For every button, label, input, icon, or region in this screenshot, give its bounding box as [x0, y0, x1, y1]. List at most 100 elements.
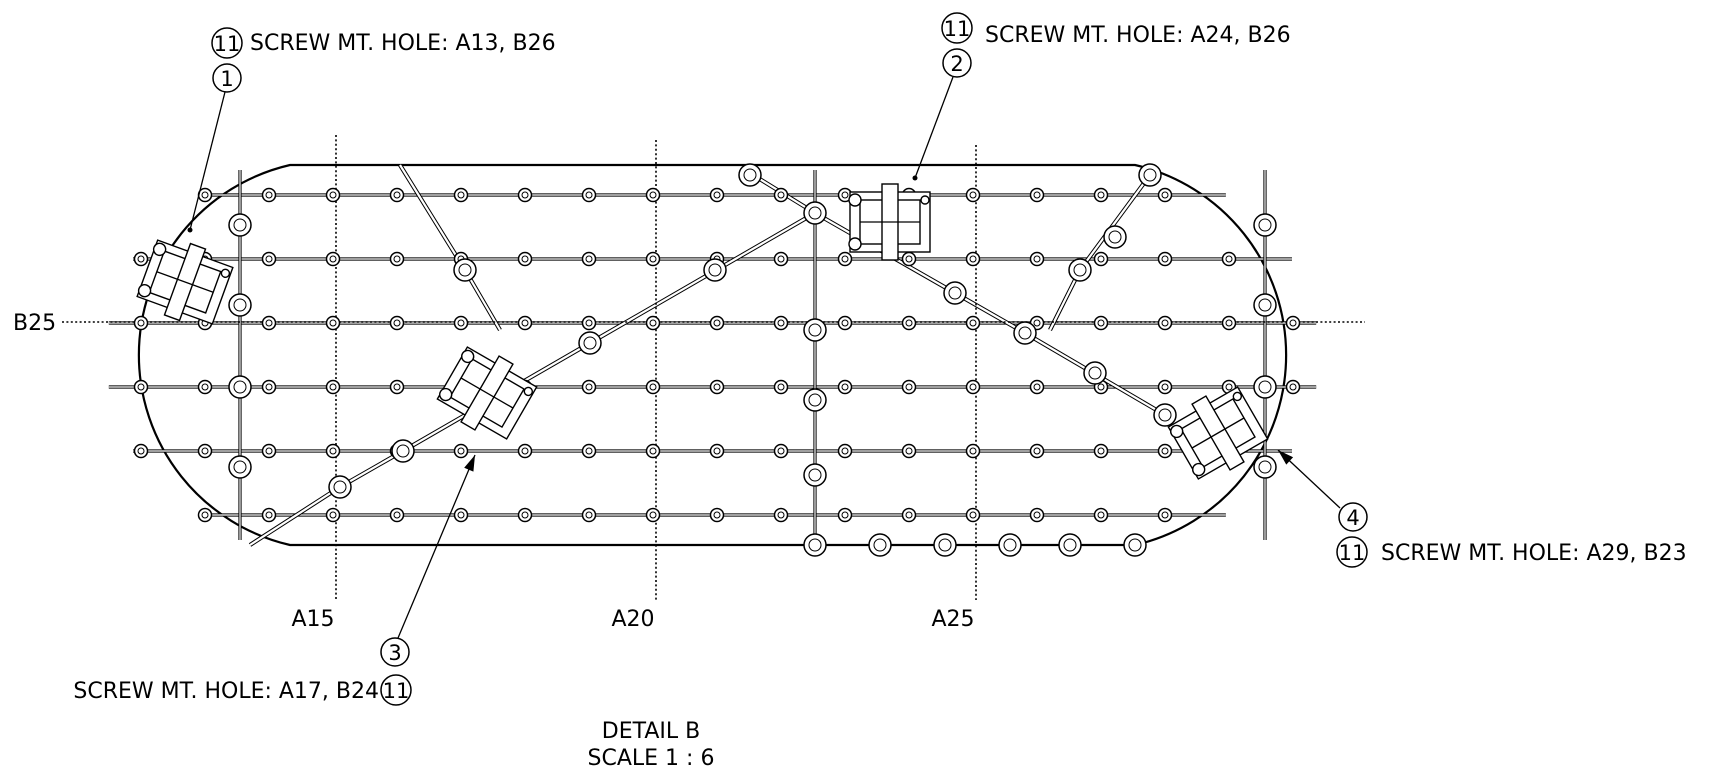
- screw-hole: [645, 507, 661, 523]
- screw-hole: [901, 379, 917, 395]
- screw-hole-inner: [841, 383, 849, 391]
- screw-hole: [1029, 379, 1045, 395]
- screw-hole-inner: [1033, 447, 1041, 455]
- screw-hole: [1157, 443, 1173, 459]
- screw-hole: [773, 443, 789, 459]
- counterbored-hole: [578, 331, 602, 355]
- screw-hole-inner: [329, 319, 337, 327]
- screw-hole: [517, 187, 533, 203]
- screw-hole: [389, 315, 405, 331]
- screw-hole: [837, 251, 853, 267]
- callout-3-qty-number: 11: [383, 679, 410, 703]
- counterbored-hole-inner: [233, 218, 247, 232]
- callout-2-qty-number: 11: [944, 17, 971, 41]
- screw-hole-inner: [265, 447, 273, 455]
- counterbored-hole-inner: [1003, 538, 1017, 552]
- optic-mounts: [136, 183, 1269, 480]
- screw-hole-inner: [329, 383, 337, 391]
- screw-hole-inner: [521, 447, 529, 455]
- screw-hole-inner: [521, 511, 529, 519]
- screw-hole: [133, 251, 149, 267]
- callout-1-qty-bubble: [211, 27, 243, 59]
- screw-hole-inner: [777, 191, 785, 199]
- screw-hole: [645, 443, 661, 459]
- screw-hole-inner: [905, 383, 913, 391]
- optic-mount-3-knob-a: [460, 349, 475, 364]
- screw-hole-inner: [1161, 383, 1169, 391]
- screw-hole: [581, 507, 597, 523]
- callout-4-item-number: 4: [1346, 506, 1359, 530]
- callout-2: 11 2 SCREW MT. HOLE: A24, B26: [941, 12, 1291, 78]
- callout-3-item-bubble: [380, 637, 410, 667]
- counterbored-hole: [328, 475, 352, 499]
- callout-1-item-number: 1: [220, 67, 233, 91]
- screw-hole: [901, 507, 917, 523]
- screw-hole: [1093, 443, 1109, 459]
- screw-hole-inner: [1225, 319, 1233, 327]
- screw-hole: [773, 507, 789, 523]
- screw-hole: [709, 187, 725, 203]
- counterbored-hole-inner: [1018, 326, 1032, 340]
- leader-callout-3-arrow: [464, 455, 475, 472]
- counterbored-hole: [868, 533, 892, 557]
- counterbored-hole-inner: [233, 298, 247, 312]
- screw-hole-inner: [329, 447, 337, 455]
- screw-hole-inner: [1161, 319, 1169, 327]
- counterbored-hole: [1013, 321, 1037, 345]
- screw-hole-inner: [137, 319, 145, 327]
- counterbored-hole: [1123, 533, 1147, 557]
- screw-hole: [645, 379, 661, 395]
- leader-callout-2-dot: [912, 175, 918, 181]
- callout-1-text: SCREW MT. HOLE: A13, B26: [250, 31, 556, 56]
- screw-hole: [1157, 379, 1173, 395]
- optic-mount-2: [848, 183, 931, 261]
- screw-hole-inner: [1033, 383, 1041, 391]
- callout-3: 3 11 SCREW MT. HOLE: A17, B24: [73, 637, 412, 706]
- screw-hole-inner: [265, 191, 273, 199]
- screw-hole: [453, 315, 469, 331]
- screw-hole-inner: [1097, 255, 1105, 263]
- counterbored-hole-inner: [808, 468, 822, 482]
- screw-hole-inner: [521, 319, 529, 327]
- screw-hole-inner: [713, 383, 721, 391]
- screw-hole: [1157, 507, 1173, 523]
- counterbored-hole-inner: [708, 263, 722, 277]
- screw-hole-inner: [905, 319, 913, 327]
- axis-label-a25: A25: [931, 607, 974, 632]
- counterbored-hole: [391, 439, 415, 463]
- screw-hole: [581, 379, 597, 395]
- detail-title: DETAIL B: [602, 719, 700, 744]
- screw-hole-inner: [457, 511, 465, 519]
- counterbored-hole: [453, 258, 477, 282]
- leader-lines: [187, 76, 1341, 639]
- callout-3-text: SCREW MT. HOLE: A17, B24: [73, 679, 379, 704]
- screw-hole: [517, 443, 533, 459]
- screw-hole-inner: [1161, 511, 1169, 519]
- screw-hole-inner: [841, 511, 849, 519]
- optic-mount-1: [136, 239, 234, 325]
- screw-hole-inner: [969, 447, 977, 455]
- optic-mount-3: [436, 346, 538, 440]
- counterbored-hole-inner: [873, 538, 887, 552]
- counterbored-hole-inner: [1073, 263, 1087, 277]
- screw-hole-inner: [905, 511, 913, 519]
- screw-hole-inner: [777, 511, 785, 519]
- hole-grid-lines: [108, 170, 1317, 540]
- optic-mount-1-centerline: [156, 271, 214, 293]
- screw-hole: [517, 251, 533, 267]
- screw-hole: [261, 379, 277, 395]
- leader-callout-3: [397, 454, 476, 639]
- screw-hole-inner: [713, 511, 721, 519]
- screw-hole: [901, 251, 917, 267]
- screw-hole-inner: [457, 447, 465, 455]
- callout-2-text: SCREW MT. HOLE: A24, B26: [985, 23, 1291, 48]
- screw-hole: [1157, 187, 1173, 203]
- screw-hole: [453, 443, 469, 459]
- counterbored-hole: [1068, 258, 1092, 282]
- axis-label-a20: A20: [611, 607, 654, 632]
- counterbored-hole: [228, 455, 252, 479]
- counterbored-hole-inner: [1258, 380, 1272, 394]
- callout-4-item-bubble: [1338, 502, 1368, 532]
- screw-hole-inner: [521, 255, 529, 263]
- counterbored-hole-inner: [808, 538, 822, 552]
